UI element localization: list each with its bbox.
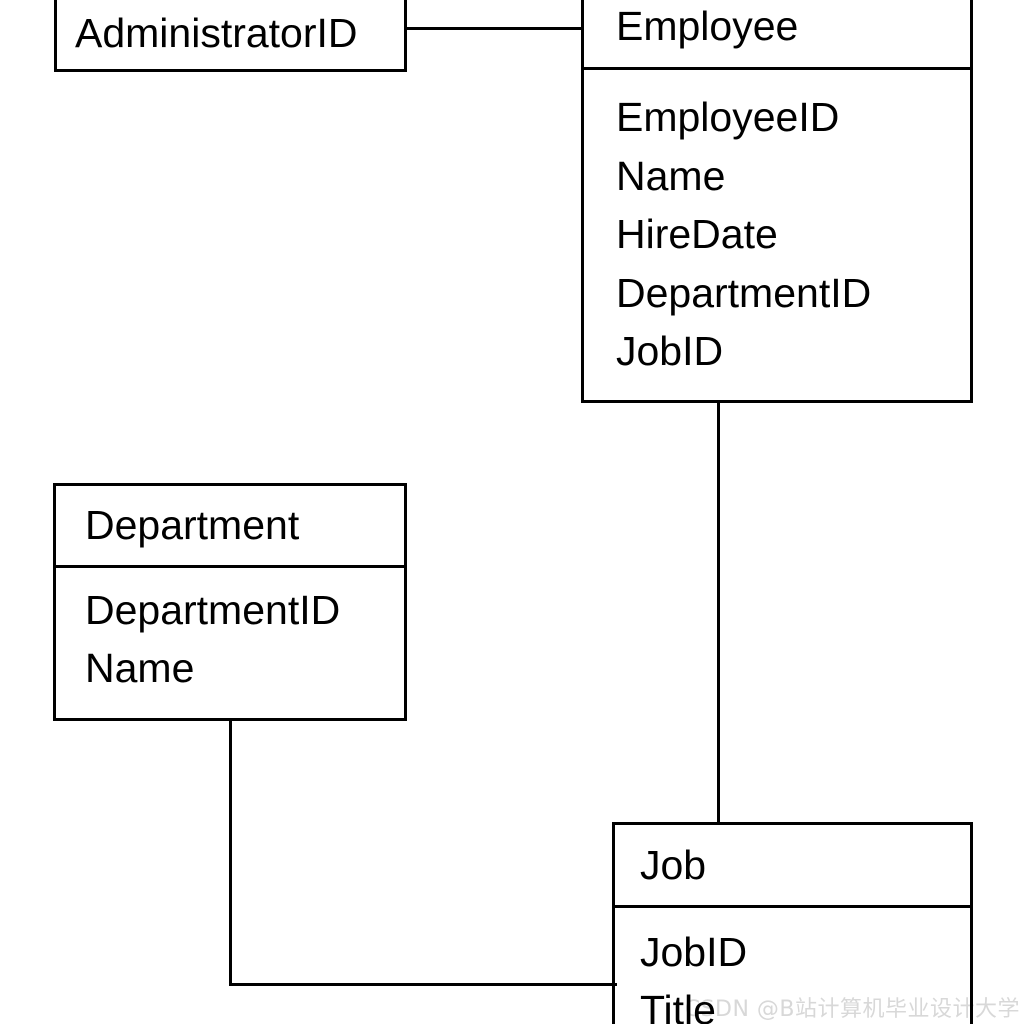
relationship-line-administrator-employee: [405, 27, 583, 30]
entity-job-fields: JobID Title: [615, 908, 970, 1024]
relationship-line-department-job-vertical: [229, 721, 232, 986]
entity-department-title: Department: [56, 486, 404, 568]
entity-field-hiredate: HireDate: [616, 211, 778, 257]
entity-job: Job JobID Title: [612, 822, 973, 1024]
entity-department: Department DepartmentID Name: [53, 483, 407, 721]
entity-field-jobid: JobID: [640, 929, 748, 975]
entity-administrator-fragment: AdministratorID: [54, 0, 407, 72]
entity-field-employeeid: EmployeeID: [616, 94, 840, 140]
entity-employee-fields: EmployeeID Name HireDate DepartmentID Jo…: [584, 70, 970, 381]
entity-field-jobid: JobID: [616, 328, 724, 374]
relationship-line-department-job-horizontal: [229, 983, 617, 986]
entity-field-departmentid: DepartmentID: [616, 269, 872, 316]
entity-administrator-fields: AdministratorID: [57, 0, 404, 62]
entity-field-title: Title: [640, 987, 716, 1024]
entity-employee-title: Employee: [584, 0, 970, 70]
entity-employee: Employee EmployeeID Name HireDate Depart…: [581, 0, 973, 403]
entity-field-departmentid: DepartmentID: [85, 587, 341, 633]
watermark-text: CSDN @B站计算机毕业设计大学: [684, 997, 1020, 1022]
entity-job-title: Job: [615, 825, 970, 908]
entity-field-name: Name: [616, 152, 726, 199]
entity-department-fields: DepartmentID Name: [56, 568, 404, 697]
entity-field-administratorid: AdministratorID: [75, 10, 358, 56]
relationship-line-employee-job: [717, 402, 720, 822]
entity-field-name: Name: [85, 645, 195, 691]
